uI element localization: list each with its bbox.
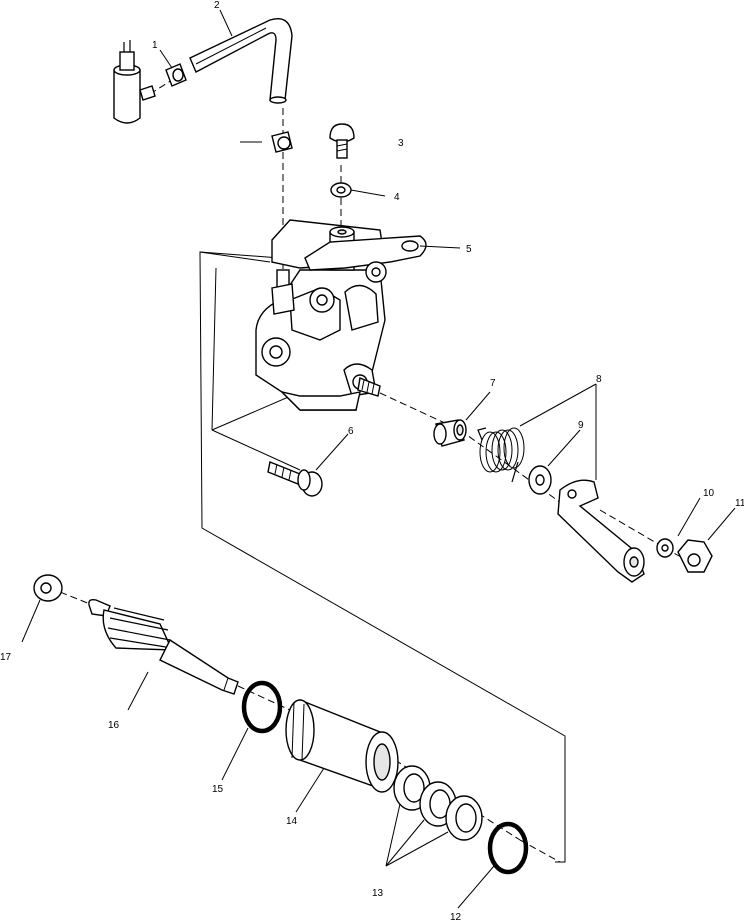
callout-3: 3 xyxy=(398,138,404,149)
callout-1: 1 xyxy=(152,40,158,51)
pump-control-lever xyxy=(557,479,645,583)
leader-lines xyxy=(21,9,736,909)
oil-pump-body xyxy=(255,219,427,411)
callout-12: 12 xyxy=(450,912,462,923)
sleeve-part-14 xyxy=(285,699,399,793)
torsion-spring-part-8 xyxy=(477,427,525,483)
callout-8: 8 xyxy=(596,374,602,385)
o-ring-part-15 xyxy=(241,680,283,734)
callout-16: 16 xyxy=(108,720,120,731)
callout-13: 13 xyxy=(372,888,384,899)
callout-15: 15 xyxy=(212,784,224,795)
sensor-sender-part xyxy=(113,40,156,124)
washer-part-4 xyxy=(330,182,352,198)
callout-11: 11 xyxy=(735,498,744,509)
hose-clamp-part-1 xyxy=(165,63,187,87)
callout-9: 9 xyxy=(578,420,584,431)
assembly-guide-lines xyxy=(199,251,566,863)
callout-5: 5 xyxy=(466,244,472,255)
washer-part-9 xyxy=(528,465,552,495)
callout-7: 7 xyxy=(490,378,496,389)
callout-4: 4 xyxy=(394,192,400,203)
screw-part-3 xyxy=(329,123,355,159)
collar-part-7 xyxy=(433,419,467,447)
bolt-part-6 xyxy=(267,461,323,497)
o-ring-part-12 xyxy=(487,821,529,875)
callout-6: 6 xyxy=(348,426,354,437)
callout-14: 14 xyxy=(286,816,298,827)
hose-clamp-lower xyxy=(271,131,293,153)
nut-part-11 xyxy=(677,539,713,573)
gear-shaft-part-16 xyxy=(88,598,239,695)
washer-part-10 xyxy=(656,538,674,558)
callout-10: 10 xyxy=(703,488,715,499)
oil-hose-part-2 xyxy=(189,18,293,104)
callout-2: 2 xyxy=(214,0,220,11)
washers-part-13 xyxy=(393,765,483,841)
washer-part-17 xyxy=(33,574,63,602)
callout-17: 17 xyxy=(0,652,12,663)
